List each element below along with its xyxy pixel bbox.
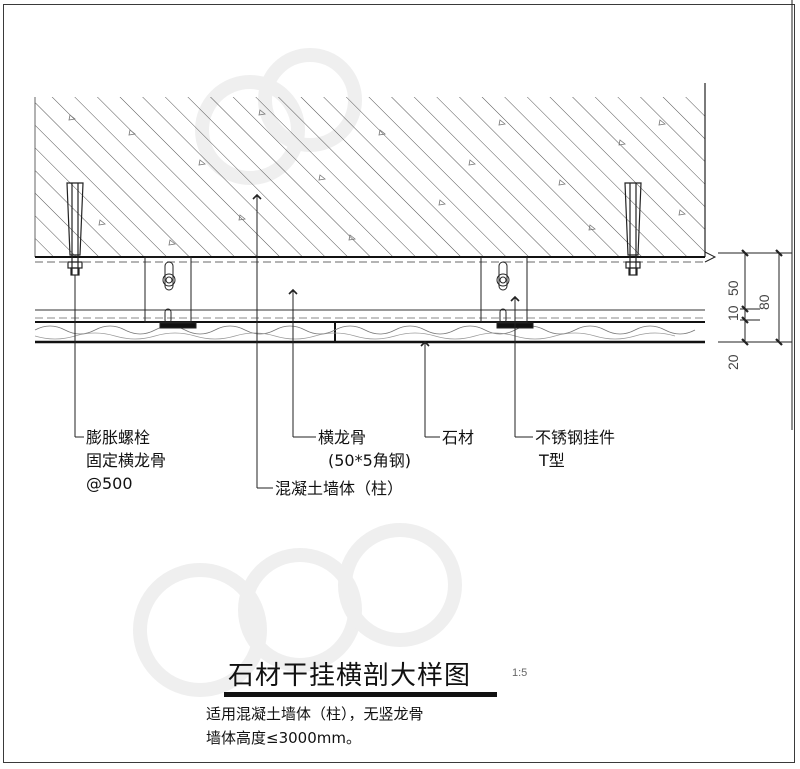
callout-concrete-wall: 混凝土墙体（柱）: [275, 479, 404, 498]
dimension-50: 50: [725, 280, 741, 296]
callout-stone: 石材: [442, 428, 475, 447]
drawing-scale: 1:5: [512, 667, 528, 679]
horizontal-keel: [35, 261, 705, 319]
drawing-frame: [3, 4, 795, 763]
callout-t-hanger: 不锈钢挂件 T型: [535, 428, 616, 470]
leader-lines: [74, 193, 533, 489]
anchor-bolt-right: [624, 182, 642, 276]
dimension-20: 20: [725, 354, 741, 370]
drawing-note-2: 墙体高度≤3000mm。: [206, 729, 361, 747]
drawing-title: 石材干挂横剖大样图: [228, 661, 472, 691]
callout-anchor-bolt: 膨胀螺栓 固定横龙骨 @500: [86, 428, 167, 493]
callout-horizontal-keel: 横龙骨 (50*5角钢): [318, 428, 412, 470]
dimension-80-total: 80: [756, 294, 772, 310]
dimension-chain: [718, 0, 793, 430]
t-hanger-right: [480, 256, 534, 329]
drawing-note-1: 适用混凝土墙体（柱），无竖龙骨: [206, 705, 424, 723]
dimension-10: 10: [725, 305, 741, 321]
concrete-wall: [34, 83, 717, 263]
stone-panel: [34, 321, 705, 344]
t-hanger-left: [144, 256, 197, 329]
title-underline: [224, 692, 497, 697]
